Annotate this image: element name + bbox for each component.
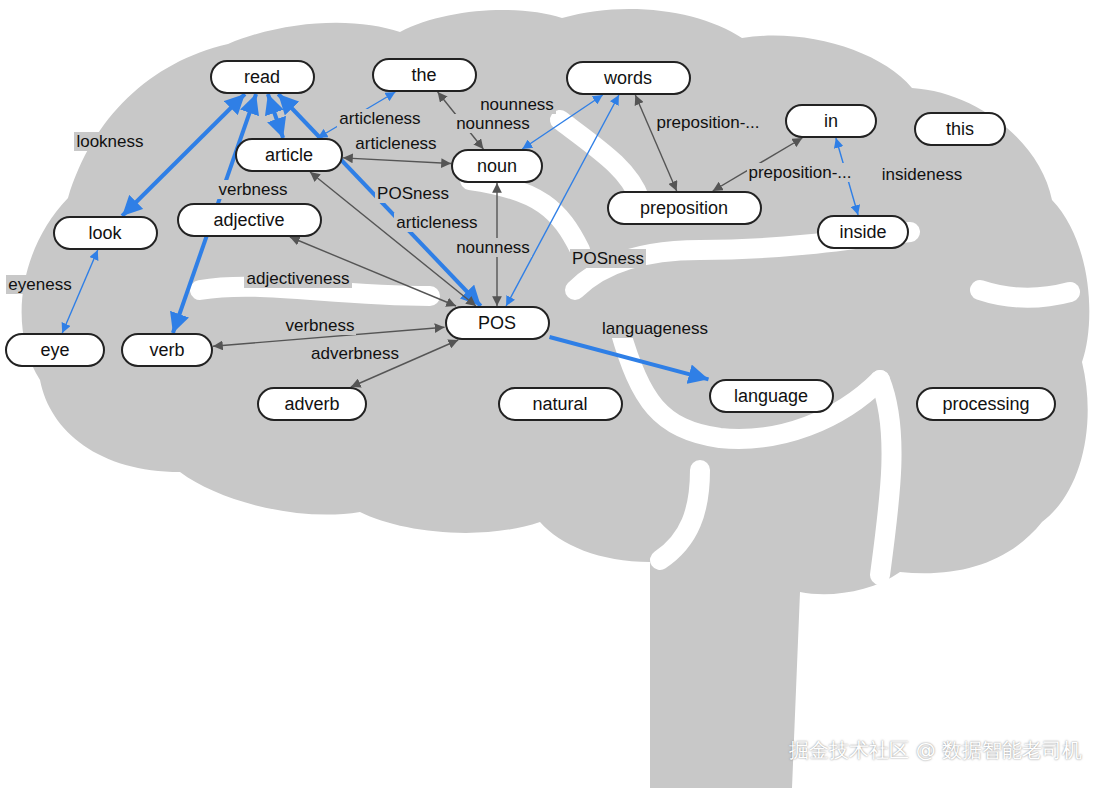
brain-silhouette [22, 9, 1090, 788]
edge-label: nounness [454, 114, 532, 133]
edge-label: lookness [74, 132, 145, 151]
edge-label: preposition-... [747, 163, 854, 182]
edge-label: adjectiveness [244, 269, 351, 288]
relation-arrow [268, 94, 283, 138]
concept-node: preposition [607, 191, 762, 225]
concept-node: eye [5, 333, 105, 367]
concept-node: processing [916, 387, 1056, 421]
concept-node: words [566, 61, 691, 95]
node-text: in [824, 111, 838, 132]
edge-label: POSness [570, 249, 646, 268]
edge-label: nounness [478, 95, 556, 114]
edge-label: preposition-... [655, 113, 762, 132]
relation-arrow [550, 337, 709, 379]
concept-node: in [785, 104, 877, 138]
node-text: verb [149, 340, 184, 361]
node-text: read [244, 67, 280, 88]
node-text: language [734, 386, 808, 407]
edge-label: eyeness [6, 275, 73, 294]
concept-node: verb [121, 333, 213, 367]
node-text: article [265, 145, 313, 166]
brain-sulci [200, 120, 1070, 575]
concept-node: the [372, 58, 477, 92]
concept-node: this [914, 112, 1006, 146]
node-text: adjective [213, 210, 284, 231]
concept-node: adverb [257, 387, 367, 421]
concept-node: language [709, 379, 834, 413]
edge-label: languageness [600, 319, 710, 338]
edge-label: adverbness [309, 344, 401, 363]
node-text: look [88, 223, 121, 244]
concept-node: POS [445, 306, 550, 340]
edge-label: verbness [217, 180, 290, 199]
node-text: words [604, 68, 652, 89]
concept-node: read [210, 60, 315, 94]
node-text: inside [839, 222, 886, 243]
concept-node: natural [498, 387, 623, 421]
concept-node: article [235, 138, 343, 172]
node-text: natural [532, 394, 587, 415]
concept-node: adjective [177, 203, 322, 237]
edge-label: articleness [394, 213, 479, 232]
node-text: POS [478, 313, 516, 334]
node-text: noun [477, 156, 517, 177]
node-text: adverb [284, 394, 339, 415]
edge-label: nounness [454, 238, 532, 257]
concept-node: inside [817, 215, 909, 249]
edge-label: articleness [353, 134, 438, 153]
edge-label: insideness [880, 165, 964, 184]
relation-arrow [635, 95, 676, 191]
watermark: 掘金技术社区 @ 数据智能老司机 [789, 737, 1082, 764]
concept-node: look [53, 216, 158, 250]
node-text: eye [40, 340, 69, 361]
edge-label: articleness [337, 109, 422, 128]
concept-node: noun [451, 149, 543, 183]
node-text: this [946, 119, 974, 140]
node-text: processing [942, 394, 1029, 415]
node-text: the [411, 65, 436, 86]
relation-arrow [343, 158, 451, 164]
edge-label: verbness [284, 316, 357, 335]
edge-label: POSness [375, 184, 451, 203]
node-text: preposition [640, 198, 728, 219]
